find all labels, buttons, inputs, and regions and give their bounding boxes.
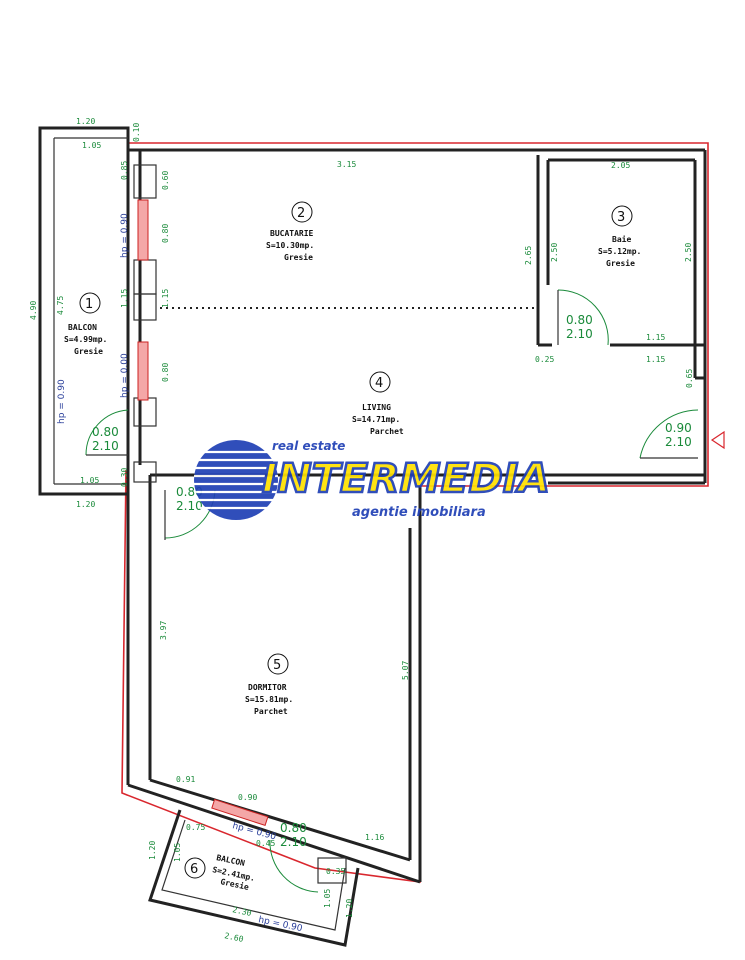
door-balcon1-w: 0.80	[92, 425, 119, 439]
dimensions: 1.20 1.05 1.05 1.20 4.90 4.75 3.15 2.05 …	[29, 117, 694, 944]
room-label-1: 1 BALCON S=4.99mp. Gresie	[64, 292, 107, 356]
room-5-number: 5	[273, 658, 281, 673]
kitchen-window	[137, 199, 149, 261]
bedroom-window	[211, 798, 269, 827]
room-label-5: 5 DORMITOR S=15.81mp. Parchet	[245, 653, 293, 716]
door-balcon1-h: 2.10	[92, 439, 119, 453]
room-3-name: Baie	[612, 234, 631, 244]
room-1-area: S=4.99mp.	[64, 335, 107, 344]
dim-left-top: 0.85	[120, 161, 129, 180]
watermark-tagline-top: real estate	[272, 439, 345, 453]
windows	[137, 199, 269, 827]
room-5-name: DORMITOR	[248, 683, 287, 692]
dim-living-right: 0.65	[685, 369, 694, 388]
room-1-floor: Gresie	[74, 346, 103, 356]
dim-left-mid: 1.15	[120, 289, 129, 308]
dim-bath-h-right: 2.50	[684, 243, 693, 262]
door-entry-w: 0.90	[665, 421, 692, 435]
dim-b1-outer-h: 4.90	[29, 301, 38, 320]
dim-b1-inner-h: 4.75	[56, 296, 65, 315]
room-2-area: S=10.30mp.	[266, 241, 314, 250]
dim-b6-side: 0.35	[326, 867, 345, 876]
door-swings	[85, 289, 699, 893]
dim-b1-bottom-outer: 1.20	[76, 500, 95, 509]
dim-b6-left-outer: 1.20	[148, 841, 157, 860]
dim-b1-top-outer: 1.20	[76, 117, 95, 126]
dim-bed-bottom-right: 1.16	[365, 833, 384, 842]
hp-living: hp = 0.00	[120, 353, 130, 398]
room-label-4: 4 LIVING S=14.71mp. Parchet	[352, 371, 404, 436]
dim-b6-left-inner: 1.05	[173, 843, 182, 862]
dim-bath-wall-1: 1.15	[646, 333, 665, 342]
room-4-area: S=14.71mp.	[352, 415, 400, 424]
hp-balcon1: hp = 0.90	[57, 379, 67, 424]
window-heights: hp = 0.90 hp = 0.00 hp = 0.90 hp = 0.90 …	[57, 213, 303, 934]
left-column-details	[133, 164, 157, 483]
room-4-number: 4	[375, 376, 383, 391]
room-3-floor: Gresie	[606, 258, 635, 268]
dim-left-bottom: 0.30	[120, 468, 129, 487]
room-3-number: 3	[617, 210, 625, 225]
intermedia-watermark: real estate INTERMEDIA agentie imobiliar…	[194, 439, 551, 520]
room-6-number: 6	[190, 862, 198, 877]
dim-kitchen-h: 2.65	[524, 246, 533, 265]
dim-b6-small: 0.75	[186, 823, 205, 832]
room-5-floor: Parchet	[254, 707, 288, 716]
hp-balcon6-top: hp = 0.90	[231, 821, 277, 842]
room-2-number: 2	[297, 206, 305, 221]
door-bath-h: 2.10	[566, 327, 593, 341]
door-labels: 0.80 2.10 0.90 2.10 0.80 2.10 0.80 2.10 …	[92, 313, 692, 849]
room-4-floor: Parchet	[370, 427, 404, 436]
door-bedroom-h: 2.10	[176, 499, 203, 513]
room-3-area: S=5.12mp.	[598, 247, 641, 256]
living-window	[137, 341, 149, 401]
dim-bed-window: 0.90	[238, 793, 257, 802]
dim-b6-right-outer: 1.20	[345, 899, 354, 918]
room-label-3: 3 Baie S=5.12mp. Gresie	[598, 205, 641, 268]
dim-b6-bottom-outer: 2.60	[224, 931, 245, 944]
dim-bath-h-left: 2.50	[550, 243, 559, 262]
dim-bedroom-left: 3.97	[159, 621, 168, 640]
dim-kitchen-width: 3.15	[337, 160, 356, 169]
dim-bedroom-right: 5.07	[401, 661, 410, 680]
room-4-name: LIVING	[362, 403, 391, 412]
dim-b6-bottom-inner: 2.30	[232, 905, 253, 918]
door-entry-h: 2.10	[665, 435, 692, 449]
room-label-6: 6 BALCON S=2.41mp. Gresie	[184, 853, 256, 892]
room-5-area: S=15.81mp.	[245, 695, 293, 704]
entry-arrow-icon	[710, 430, 725, 450]
dim-b1-bottom-inner: 1.05	[80, 476, 99, 485]
dim-b6-right-inner: 1.05	[323, 889, 332, 908]
door-balcon6-w: 0.80	[280, 821, 307, 835]
dim-kl-win: 0.80	[161, 224, 170, 243]
dim-bath-wall-2: 1.15	[646, 355, 665, 364]
watermark-brand: INTERMEDIA	[262, 456, 550, 502]
room-2-name: BUCATARIE	[270, 229, 314, 238]
dim-bed-bottom-left: 0.91	[176, 775, 195, 784]
dim-left-small: 0.10	[132, 123, 141, 142]
door-balcon6-h: 2.10	[280, 835, 307, 849]
dim-bath-nib: 0.25	[535, 355, 554, 364]
globe-logo-icon	[194, 440, 278, 520]
dim-ll-win: 0.80	[161, 363, 170, 382]
dim-b1-top-inner: 1.05	[82, 141, 101, 150]
room-1-number: 1	[85, 297, 93, 312]
watermark-tagline-bottom: agentie imobiliara	[352, 505, 486, 520]
balcon-6-walls	[148, 809, 360, 947]
room-2-floor: Gresie	[284, 252, 313, 262]
dim-kl-top: 0.60	[161, 171, 170, 190]
dim-kl-mid: 1.15	[161, 289, 170, 308]
door-bath-w: 0.80	[566, 313, 593, 327]
room-1-name: BALCON	[68, 323, 97, 332]
dim-b6-door-side: 0.45	[256, 839, 275, 848]
dim-bath-width: 2.05	[611, 161, 630, 170]
hp-kitchen: hp = 0.90	[120, 213, 130, 258]
room-label-2: 2 BUCATARIE S=10.30mp. Gresie	[266, 201, 314, 262]
